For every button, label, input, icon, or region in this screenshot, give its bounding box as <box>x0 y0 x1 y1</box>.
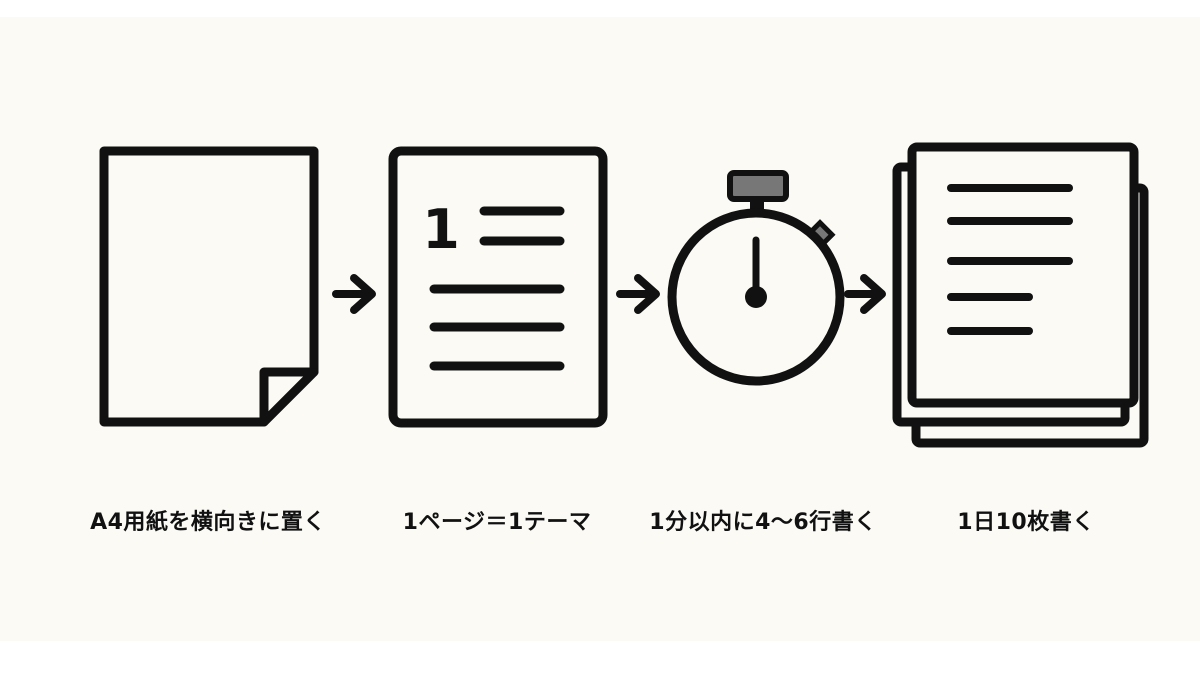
step-1-caption: A4用紙を横向きに置く <box>90 510 326 535</box>
step-3-caption: 1分以内に4〜6行書く <box>649 510 877 535</box>
arrow-right-icon <box>844 274 886 314</box>
step-2-caption: 1ページ＝1テーマ <box>402 510 592 535</box>
page-number-one: 1 <box>422 198 460 261</box>
numbered-page-icon: 1 <box>388 146 608 428</box>
stacked-pages-icon <box>892 142 1149 448</box>
arrow-right-icon <box>616 274 660 314</box>
step-4-caption: 1日10枚書く <box>957 510 1095 535</box>
arrow-right-icon <box>332 274 376 314</box>
stopwatch-icon <box>667 170 845 386</box>
blank-page-icon <box>99 146 319 427</box>
